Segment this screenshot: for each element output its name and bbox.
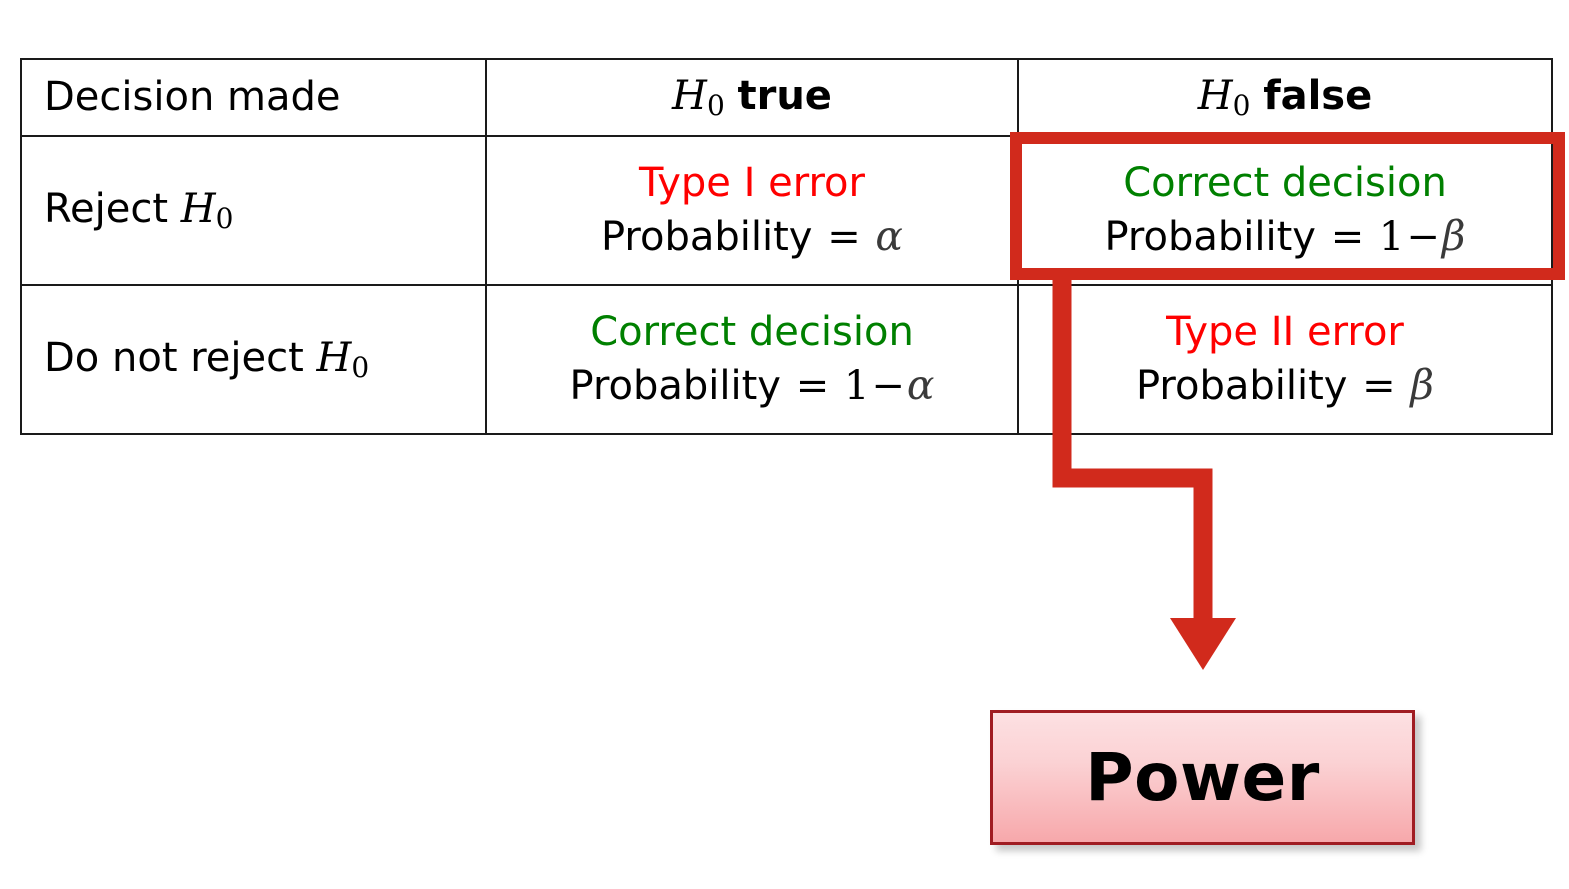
- decision-outcomes-table: Decision made H0 true H0 false Reject H0: [20, 58, 1553, 435]
- row-label-reject-h0: Reject H0: [44, 185, 233, 236]
- probability-type-1-error: Probability = α: [601, 212, 903, 262]
- power-callout-label: Power: [1085, 739, 1320, 816]
- alpha-symbol: α: [906, 361, 935, 409]
- minus-sign: −: [871, 363, 905, 409]
- h0-symbol: H: [180, 185, 216, 232]
- outcome-correct-decision: Correct decision: [1123, 160, 1447, 207]
- h0-subscript: 0: [351, 351, 370, 384]
- probability-power: Probability = 1−β: [1105, 212, 1466, 262]
- probability-word: Probability: [1136, 363, 1361, 409]
- header-cell-h0-false: H0 false: [1017, 58, 1553, 137]
- header-h0-false-label: H0 false: [1198, 72, 1372, 123]
- probability-word: Probability: [1104, 214, 1329, 260]
- power-callout-box: Power: [990, 710, 1415, 845]
- beta-symbol: β: [1441, 212, 1466, 260]
- header-cell-h0-true: H0 true: [485, 58, 1019, 137]
- alpha-symbol: α: [875, 212, 903, 260]
- row-label-cell-do-not-reject-h0: Do not reject H0: [20, 284, 487, 435]
- cell-type-1-error: Type I error Probability = α: [485, 135, 1019, 286]
- equals-sign: =: [795, 363, 830, 409]
- h0-subscript: 0: [706, 89, 725, 122]
- power-callout-arrow: [1052, 270, 1236, 670]
- outcome-correct-decision: Correct decision: [590, 309, 914, 356]
- header-decision-made-label: Decision made: [44, 74, 341, 121]
- beta-symbol: β: [1410, 361, 1434, 409]
- header-truth-value: true: [737, 72, 832, 119]
- probability-type-2-error: Probability = β: [1136, 361, 1434, 411]
- equals-sign: =: [827, 214, 861, 260]
- do-not-reject-word: Do not reject: [44, 334, 317, 381]
- arrow-head-icon: [1170, 618, 1236, 670]
- h0-subscript: 0: [215, 202, 234, 235]
- numeral-one: 1: [843, 363, 870, 409]
- cell-correct-decision-power: Correct decision Probability = 1−β: [1017, 135, 1553, 286]
- minus-sign: −: [1406, 214, 1440, 260]
- probability-word: Probability: [569, 363, 794, 409]
- table-header-row: Decision made H0 true H0 false: [20, 58, 1553, 137]
- header-h0-true-label: H0 true: [672, 72, 832, 123]
- equals-sign: =: [1362, 363, 1396, 409]
- header-truth-value: false: [1263, 72, 1373, 119]
- outcome-type-1-error: Type I error: [639, 160, 865, 207]
- header-cell-decision-made: Decision made: [20, 58, 487, 137]
- h0-subscript: 0: [1232, 89, 1251, 122]
- probability-confidence: Probability = 1−α: [570, 361, 935, 411]
- reject-word: Reject: [44, 185, 181, 232]
- table-row: Do not reject H0 Correct decision Probab…: [20, 284, 1553, 435]
- row-label-do-not-reject-h0: Do not reject H0: [44, 334, 369, 385]
- outcome-type-2-error: Type II error: [1166, 309, 1404, 356]
- table-row: Reject H0 Type I error Probability = α C…: [20, 135, 1553, 286]
- row-label-cell-reject-h0: Reject H0: [20, 135, 487, 286]
- h0-symbol: H: [316, 334, 352, 381]
- arrow-stem: [1052, 270, 1213, 630]
- cell-correct-decision-confidence: Correct decision Probability = 1−α: [485, 284, 1019, 435]
- equals-sign: =: [1330, 214, 1365, 260]
- h0-symbol: H: [672, 72, 707, 119]
- probability-word: Probability: [601, 214, 826, 260]
- cell-type-2-error: Type II error Probability = β: [1017, 284, 1553, 435]
- numeral-one: 1: [1378, 214, 1405, 260]
- h0-symbol: H: [1197, 72, 1233, 119]
